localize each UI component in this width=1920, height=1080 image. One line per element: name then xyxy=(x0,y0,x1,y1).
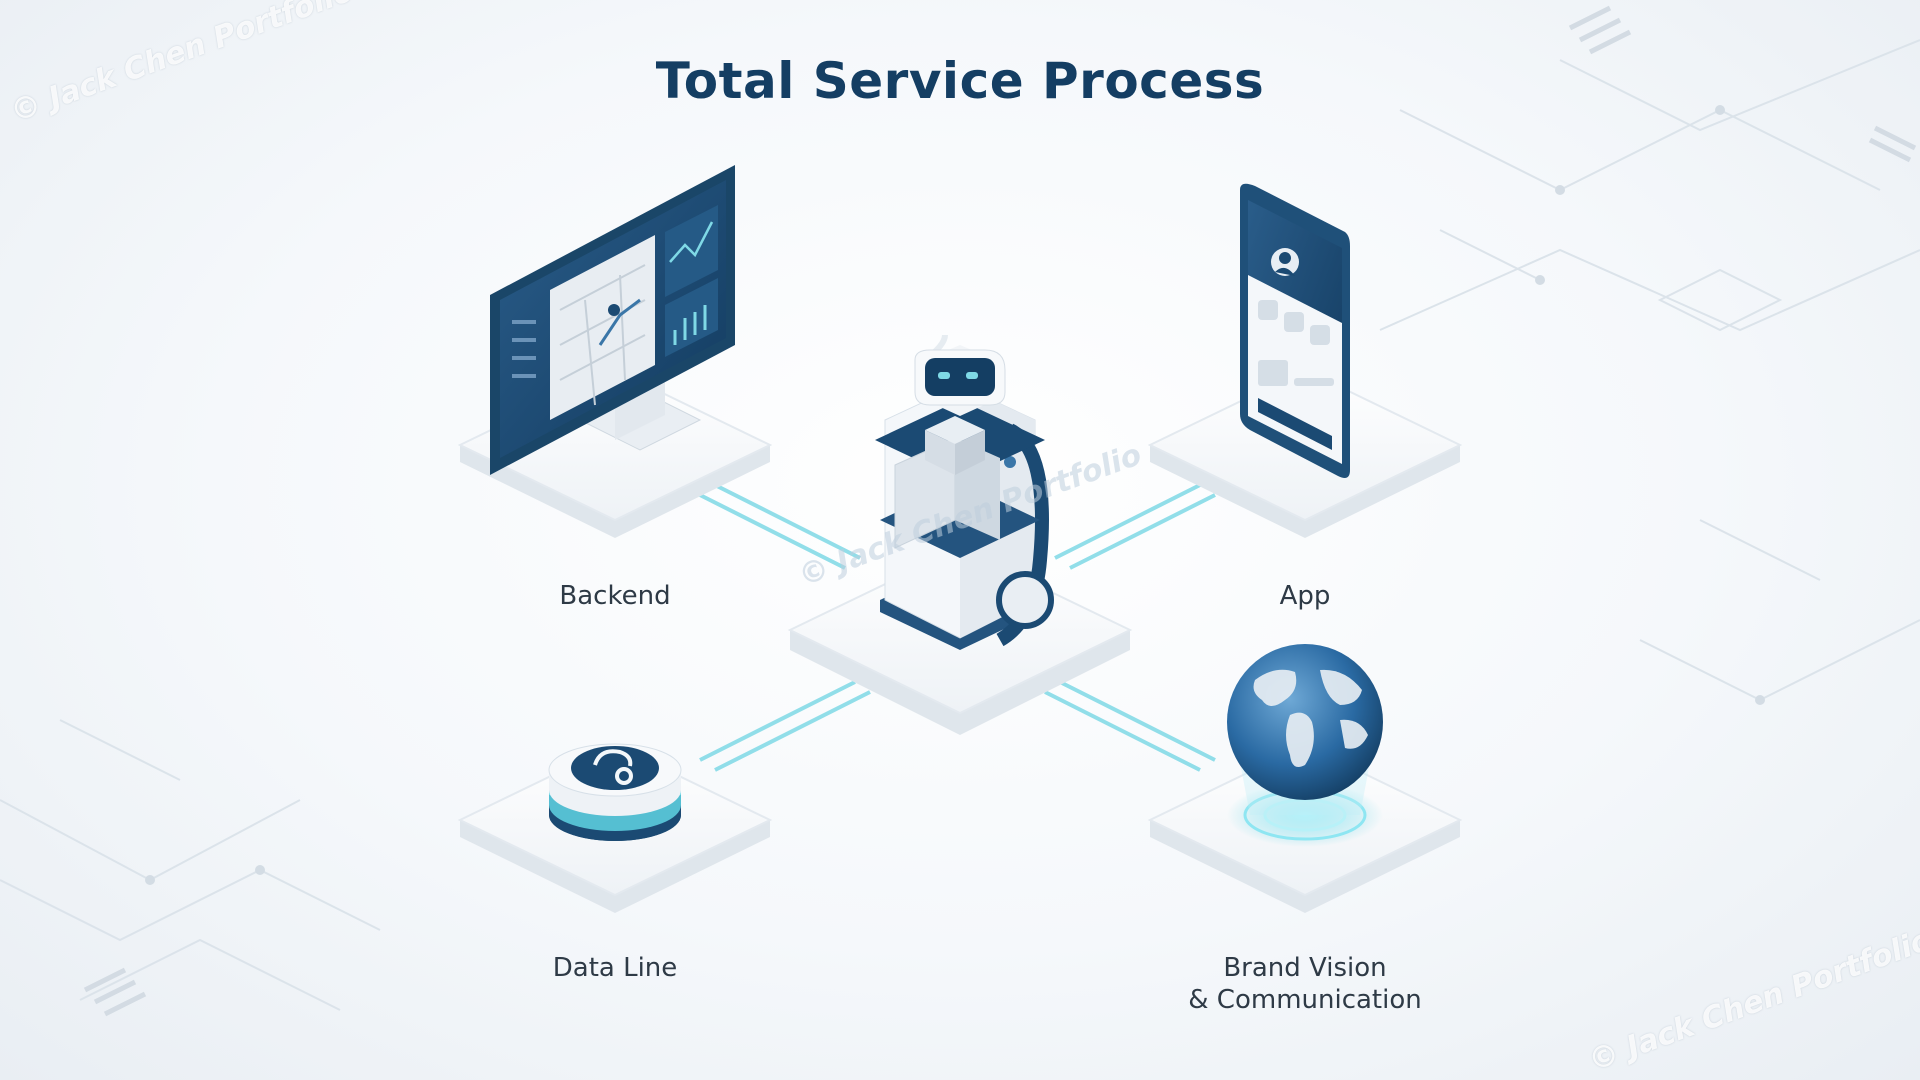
node-label-brand-line1: Brand Vision xyxy=(1223,953,1387,983)
node-label-backend: Backend xyxy=(559,581,671,611)
node-label-app: App xyxy=(1279,581,1331,611)
globe-icon xyxy=(1227,644,1383,847)
stripe-decor xyxy=(83,5,1917,1017)
monitor-icon xyxy=(490,165,735,475)
diagram-title: Total Service Process xyxy=(655,52,1265,110)
node-label-brand-line2: & Communication xyxy=(1188,985,1422,1015)
data-line-icon xyxy=(548,743,682,841)
connectors xyxy=(699,483,1216,772)
phone-icon xyxy=(1240,183,1350,478)
robot-icon xyxy=(875,334,1054,650)
circuit-dots xyxy=(145,105,1765,885)
node-label-data-line: Data Line xyxy=(552,953,678,983)
node-label-brand: Brand Vision & Communication xyxy=(1130,952,1480,1016)
